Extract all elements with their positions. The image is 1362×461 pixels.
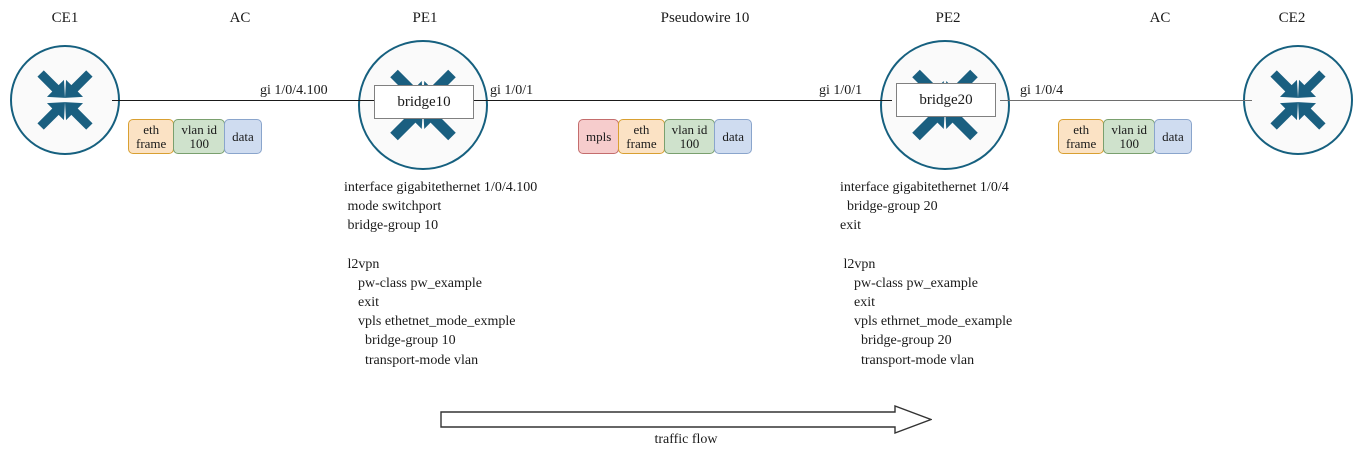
packet-segment-line: eth [143, 122, 160, 137]
node-label-ce2: CE2 [1278, 10, 1306, 26]
packet-segment-line: frame [136, 135, 167, 151]
router-ce2[interactable] [1243, 45, 1353, 155]
node-label-pe2: PE2 [935, 10, 961, 26]
segment-label-ac-right: AC [1149, 10, 1171, 26]
segment-label-pseudowire: Pseudowire 10 [660, 10, 750, 26]
traffic-flow-arrow [440, 404, 933, 435]
packet-segment-line: 100 [679, 135, 700, 151]
packet-segment-line: mpls [586, 128, 612, 144]
link-pe2-ce2 [1000, 100, 1252, 101]
iface-label-pe2-ce2: gi 1/0/4 [1020, 83, 1064, 98]
config-block-pe2: interface gigabitethernet 1/0/4 bridge-g… [840, 180, 1013, 368]
packet-segment-data: data [224, 119, 262, 155]
packet-segment-mpls: mpls [578, 119, 620, 155]
router-arrows-icon [1270, 70, 1326, 130]
segment-label-ac-left: AC [229, 10, 251, 26]
iface-label-ce1-pe1: gi 1/0/4.100 [260, 83, 328, 98]
iface-label-pw-pe2: gi 1/0/1 [819, 83, 863, 98]
packet-segment-line: data [232, 128, 254, 144]
packet-segment-line: eth [633, 122, 650, 137]
packet-segment-line: data [1162, 128, 1184, 144]
packet-segment-data: data [714, 119, 753, 155]
router-arrows-icon [37, 70, 93, 130]
bridge-box-pe1: bridge10 [374, 85, 474, 119]
packet-segment-line: vlan id [1111, 122, 1148, 137]
packet-segment-line: data [722, 128, 745, 144]
link-ce1-pe1 [112, 100, 502, 101]
packet-segment-line: frame [1066, 135, 1097, 151]
config-block-pe1: interface gigabitethernet 1/0/4.100 mode… [344, 180, 538, 368]
packet-segment-line: vlan id [671, 122, 708, 137]
packet-segment-line: 100 [1119, 135, 1139, 151]
packet-segment-line: vlan id [181, 122, 218, 137]
router-ce1[interactable] [10, 45, 120, 155]
iface-label-pe1-pw: gi 1/0/1 [490, 83, 534, 98]
bridge-box-pe2: bridge20 [896, 83, 996, 117]
packet-segment-line: frame [626, 135, 657, 151]
arrow-right-icon [440, 404, 933, 435]
node-label-pe1: PE1 [412, 10, 438, 26]
packet-segment-data: data [1154, 119, 1192, 155]
traffic-flow-label: traffic flow [654, 432, 718, 447]
link-pe1-pe2-pseudowire [500, 100, 892, 101]
packet-segment-line: eth [1073, 122, 1090, 137]
node-label-ce1: CE1 [51, 10, 79, 26]
packet-segment-line: 100 [189, 135, 209, 151]
